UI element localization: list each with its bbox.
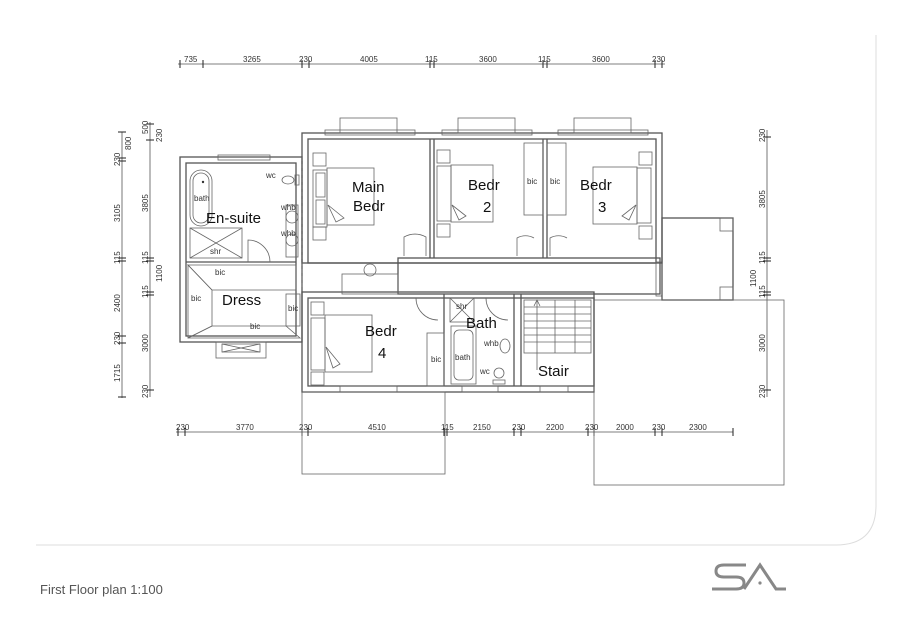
svg-text:bic: bic [550, 177, 560, 186]
room-label-bedr-2: Bedr [468, 177, 500, 194]
room-label-ensuite: En-suite [206, 210, 261, 227]
svg-text:115: 115 [113, 251, 122, 264]
stair-treads [523, 299, 592, 370]
sa-logo-icon [712, 562, 786, 591]
bathtub-icon [450, 325, 477, 385]
svg-text:2300: 2300 [689, 423, 707, 432]
svg-text:bath: bath [455, 353, 471, 362]
svg-text:whb: whb [483, 339, 499, 348]
svg-text:3600: 3600 [479, 55, 497, 64]
sheet-frame [36, 35, 877, 546]
room-label-dress: Dress [222, 292, 261, 309]
svg-text:2400: 2400 [113, 294, 122, 312]
svg-text:4005: 4005 [360, 55, 378, 64]
fixture-labels: wc whb whb bath shr bic bic bic bic bic … [191, 171, 560, 376]
svg-text:wc: wc [479, 367, 490, 376]
svg-text:shr: shr [210, 247, 221, 256]
room-label-bath: Bath [466, 315, 497, 332]
svg-text:3770: 3770 [236, 423, 254, 432]
svg-text:230: 230 [758, 128, 767, 142]
svg-text:3805: 3805 [758, 190, 767, 208]
svg-text:3600: 3600 [592, 55, 610, 64]
svg-text:1100: 1100 [749, 269, 758, 287]
shower-icon [449, 297, 475, 323]
toilet-icon [281, 175, 295, 185]
svg-text:230: 230 [113, 152, 122, 166]
svg-text:2150: 2150 [473, 423, 491, 432]
svg-text:2200: 2200 [546, 423, 564, 432]
svg-text:whb: whb [280, 229, 296, 238]
left-inner-dimension-line: 500 230 3805 115 1100 115 3000 230 [141, 120, 164, 398]
svg-text:230: 230 [758, 384, 767, 398]
bathroom-fixtures [449, 297, 511, 385]
left-outer-dimension-line: 230 800 3105 115 2400 230 1715 [113, 131, 133, 398]
svg-text:115: 115 [441, 423, 454, 432]
svg-text:230: 230 [512, 423, 526, 432]
svg-text:230: 230 [299, 423, 313, 432]
svg-text:230: 230 [585, 423, 599, 432]
svg-text:800: 800 [124, 136, 133, 150]
svg-text:3805: 3805 [141, 194, 150, 212]
svg-text:4510: 4510 [368, 423, 386, 432]
svg-text:2: 2 [483, 199, 491, 216]
svg-text:shr: shr [456, 302, 467, 311]
svg-text:3000: 3000 [141, 334, 150, 352]
svg-text:bic: bic [215, 268, 225, 277]
svg-text:500: 500 [141, 120, 150, 134]
dress-room-fixtures [187, 264, 302, 353]
svg-text:whb: whb [280, 203, 296, 212]
svg-text:115: 115 [758, 251, 767, 264]
svg-text:115: 115 [758, 285, 767, 298]
svg-text:4: 4 [378, 345, 386, 362]
svg-text:3000: 3000 [758, 334, 767, 352]
bedroom-furniture [310, 142, 653, 387]
svg-text:230: 230 [141, 384, 150, 398]
right-dimension-line: 230 3805 115 1100 115 3000 230 [749, 128, 771, 398]
room-labels: Main Bedr Bedr 2 Bedr 3 Bedr 4 En-suite … [206, 177, 612, 380]
toilet-icon [493, 367, 505, 379]
svg-text:3265: 3265 [243, 55, 261, 64]
svg-text:230: 230 [113, 331, 122, 345]
svg-text:1715: 1715 [113, 364, 122, 382]
room-label-bedr-3: Bedr [580, 177, 612, 194]
svg-text:735: 735 [184, 55, 198, 64]
svg-text:115: 115 [141, 285, 150, 298]
bathtub-icon [189, 169, 213, 227]
svg-text:bic: bic [288, 304, 298, 313]
room-label-stair: Stair [538, 363, 569, 380]
shower-icon [189, 227, 243, 259]
svg-text:230: 230 [652, 55, 666, 64]
svg-text:bic: bic [431, 355, 441, 364]
basin-icon [285, 210, 299, 224]
svg-text:bath: bath [194, 194, 210, 203]
svg-text:bic: bic [527, 177, 537, 186]
basin-icon [285, 233, 299, 247]
svg-text:115: 115 [425, 55, 438, 64]
bottom-dimension-line: 230 3770 230 4510 115 2150 230 2200 230 … [176, 423, 734, 436]
ensuite-fixtures [189, 169, 300, 263]
svg-text:115: 115 [141, 251, 150, 264]
room-label-bedr-4: Bedr [365, 323, 397, 340]
svg-text:3105: 3105 [113, 204, 122, 222]
svg-text:bic: bic [191, 294, 201, 303]
svg-text:3: 3 [598, 199, 606, 216]
svg-text:230: 230 [652, 423, 666, 432]
svg-text:1100: 1100 [155, 264, 164, 282]
svg-text:230: 230 [299, 55, 313, 64]
svg-text:115: 115 [538, 55, 551, 64]
svg-text:2000: 2000 [616, 423, 634, 432]
top-dimension-line: 735 3265 230 4005 115 3600 115 3600 230 [178, 55, 666, 68]
svg-text:230: 230 [155, 128, 164, 142]
svg-text:230: 230 [176, 423, 190, 432]
svg-text:wc: wc [265, 171, 276, 180]
basin-icon [499, 338, 511, 354]
svg-text:bic: bic [250, 322, 260, 331]
drawing-title: First Floor plan 1:100 [40, 582, 163, 597]
room-label-main-bedr: Main [352, 179, 385, 196]
svg-text:Bedr: Bedr [353, 198, 385, 215]
